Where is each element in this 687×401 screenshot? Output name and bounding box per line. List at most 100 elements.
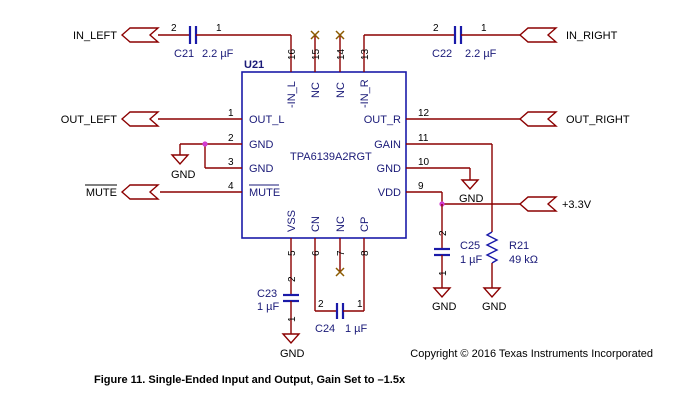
c23-value: 1 µF bbox=[257, 301, 280, 313]
supply-label: +3.3V bbox=[562, 199, 592, 211]
pin-num-12: 12 bbox=[418, 108, 430, 119]
c24-value: 1 µF bbox=[345, 323, 368, 335]
c24-pin1-num: 1 bbox=[357, 299, 363, 310]
ic-ref-label: U21 bbox=[244, 59, 264, 71]
pin-num-13: 13 bbox=[360, 48, 371, 60]
in-right-label: IN_RIGHT bbox=[566, 30, 618, 42]
top-pins: 16 15 14 13 -IN_L NC NC -IN_R bbox=[286, 30, 371, 108]
vss-capacitor-network: GND 2 1 C23 1 µF bbox=[257, 276, 305, 360]
pin-name-vdd: VDD bbox=[378, 187, 401, 199]
pin-num-11: 11 bbox=[418, 133, 429, 144]
out-left-label: OUT_LEFT bbox=[61, 114, 118, 126]
figure-caption: Figure 11. Single-Ended Input and Output… bbox=[94, 374, 406, 386]
pin-name-gnd-10: GND bbox=[377, 163, 402, 175]
c21-ref: C21 bbox=[174, 48, 194, 60]
out-right-output: OUT_RIGHT bbox=[518, 111, 630, 127]
pin-num-3: 3 bbox=[228, 157, 234, 168]
pin-num-10: 10 bbox=[418, 157, 430, 168]
c24-pin2-num: 2 bbox=[318, 299, 324, 310]
pin-num-8: 8 bbox=[360, 250, 371, 256]
c21-value: 2.2 µF bbox=[202, 48, 234, 60]
pin-name-cn: CN bbox=[310, 216, 322, 232]
c21-pin2-num: 2 bbox=[171, 23, 177, 34]
pin-name-gnd-2: GND bbox=[249, 139, 274, 151]
in-left-label: IN_LEFT bbox=[73, 30, 117, 42]
pin-num-1: 1 bbox=[228, 108, 234, 119]
gnd-symbol-c23 bbox=[281, 333, 301, 345]
junction-dot-pin2 bbox=[202, 141, 208, 147]
pin10-gnd: GND bbox=[459, 168, 484, 205]
pin-num-5: 5 bbox=[287, 250, 298, 256]
pin-num-7: 7 bbox=[336, 250, 347, 256]
pin-name-in-l: -IN_L bbox=[286, 81, 298, 108]
pin-num-16: 16 bbox=[287, 48, 298, 60]
pin-num-9: 9 bbox=[418, 181, 424, 192]
pin-name-cp: CP bbox=[359, 217, 371, 232]
pin-name-gain: GAIN bbox=[374, 139, 401, 151]
pin-name-vss: VSS bbox=[286, 210, 298, 232]
pin-name-gnd-3: GND bbox=[249, 163, 274, 175]
in-right-connector bbox=[518, 27, 558, 43]
nc-marker-7 bbox=[335, 267, 345, 277]
ic-body bbox=[241, 71, 407, 239]
left-gnd-network: GND bbox=[170, 141, 208, 181]
c22-pin1-num: 1 bbox=[481, 23, 487, 34]
pin-name-nc-7: NC bbox=[335, 216, 347, 232]
flying-capacitor-network: 2 1 C24 1 µF bbox=[315, 299, 368, 335]
pin-name-nc-14: NC bbox=[335, 82, 347, 98]
out-left-output: OUT_LEFT bbox=[61, 111, 205, 127]
gnd-label-c25: GND bbox=[432, 301, 457, 313]
out-right-connector bbox=[518, 111, 558, 127]
pin-name-out-r: OUT_R bbox=[364, 114, 401, 126]
pin-num-6: 6 bbox=[311, 250, 322, 256]
pin-num-4: 4 bbox=[228, 181, 234, 192]
gnd-symbol-pin10 bbox=[460, 179, 480, 191]
r21-value: 49 kΩ bbox=[509, 254, 538, 266]
vdd-supply-network: +3.3V GND 2 1 C25 1 µF bbox=[432, 192, 592, 313]
pin-name-in-r: -IN_R bbox=[359, 79, 371, 108]
in-left-input: IN_LEFT 2 1 C21 2.2 µF bbox=[73, 23, 291, 60]
c25-pin2-num: 2 bbox=[438, 230, 449, 236]
c23-pin1-num: 1 bbox=[287, 316, 298, 322]
gnd-label-r21: GND bbox=[482, 301, 507, 313]
c22-value: 2.2 µF bbox=[465, 48, 497, 60]
out-right-label: OUT_RIGHT bbox=[566, 114, 630, 126]
c25-ref: C25 bbox=[460, 240, 480, 252]
in-left-connector bbox=[120, 27, 160, 43]
pin-num-15: 15 bbox=[311, 48, 322, 60]
gain-resistor-network: GND R21 49 kΩ bbox=[482, 144, 538, 313]
copyright-text: Copyright © 2016 Texas Instruments Incor… bbox=[410, 348, 653, 360]
left-pins: 1 2 3 4 OUT_L GND GND MUTE bbox=[160, 108, 284, 199]
c22-ref: C22 bbox=[432, 48, 452, 60]
ic-part-label: TPA6139A2RGT bbox=[290, 151, 372, 163]
gnd-label-pin10: GND bbox=[459, 193, 484, 205]
gnd-symbol-left bbox=[170, 154, 190, 166]
right-pins: 12 11 10 9 OUT_R GAIN GND VDD bbox=[364, 108, 528, 199]
pin-num-14: 14 bbox=[336, 48, 347, 60]
pin-name-out-l: OUT_L bbox=[249, 114, 284, 126]
gnd-label-left: GND bbox=[171, 169, 196, 181]
c21-pin1-num: 1 bbox=[216, 23, 222, 34]
mute-label: MUTE bbox=[86, 187, 117, 199]
c22-pin2-num: 2 bbox=[433, 23, 439, 34]
nc-marker-15 bbox=[310, 30, 320, 40]
c25-value: 1 µF bbox=[460, 254, 483, 266]
mute-input: MUTE bbox=[85, 184, 160, 200]
supply-connector bbox=[518, 196, 558, 212]
pin-num-2: 2 bbox=[228, 133, 234, 144]
pin-name-mute: MUTE bbox=[249, 187, 280, 199]
c23-ref: C23 bbox=[257, 288, 277, 300]
in-right-input: IN_RIGHT 2 1 C22 2.2 µF bbox=[364, 23, 618, 60]
c24-ref: C24 bbox=[315, 323, 335, 335]
c23-pin2-num: 2 bbox=[287, 276, 298, 282]
bottom-pins: 5 6 7 8 VSS CN NC CP bbox=[286, 210, 371, 311]
mute-connector bbox=[120, 184, 160, 200]
nc-marker-14 bbox=[335, 30, 345, 40]
r21-ref: R21 bbox=[509, 240, 529, 252]
pin-name-nc-15: NC bbox=[310, 82, 322, 98]
gnd-symbol-r21 bbox=[482, 287, 502, 299]
c25-pin1-num: 1 bbox=[438, 270, 449, 276]
gnd-symbol-c25 bbox=[432, 287, 452, 299]
out-left-connector bbox=[120, 111, 160, 127]
